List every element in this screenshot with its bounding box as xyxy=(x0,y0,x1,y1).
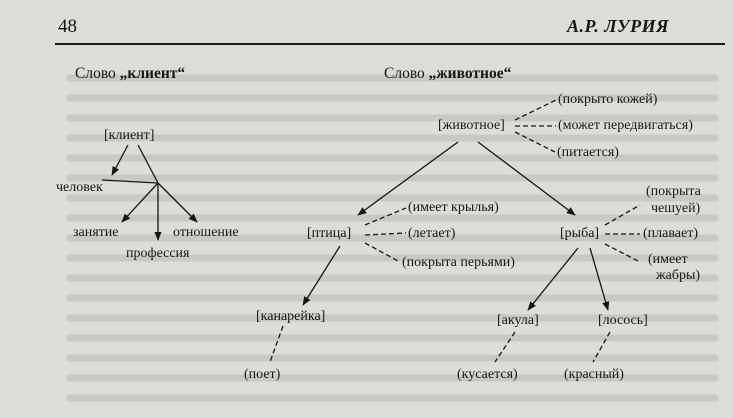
prop-bites: (кусается) xyxy=(457,367,518,382)
edge-animal-skin xyxy=(514,99,557,121)
header-rule xyxy=(55,43,725,45)
prop-sings: (поет) xyxy=(244,367,281,382)
prop-feathers: (покрыта перьями) xyxy=(402,255,515,270)
left-title-word: „клиент“ xyxy=(119,65,186,82)
edge-bird-flies xyxy=(364,232,407,236)
edge-fish-scales xyxy=(604,204,641,226)
node-client: [клиент] xyxy=(104,128,155,143)
prop-swims: (плавает) xyxy=(643,226,698,241)
prop-flies: (летает) xyxy=(408,226,456,241)
edge-animal-fish xyxy=(477,141,576,216)
prop-covered-skin: (покрыто кожей) xyxy=(558,92,658,107)
node-salmon: [лосось] xyxy=(598,313,648,328)
running-header-author: А.Р. ЛУРИЯ xyxy=(567,16,669,36)
node-occupation: занятие xyxy=(73,225,119,240)
edge-bird-feathers xyxy=(364,242,401,263)
prop-red: (красный) xyxy=(564,367,624,382)
left-diagram-title: Слово „клиент“ xyxy=(75,66,185,82)
prop-scales-line2: чешуей) xyxy=(651,201,701,216)
edge-animal-eat xyxy=(514,131,556,153)
edge-client-person xyxy=(111,144,129,176)
prop-gills-line2: жабры) xyxy=(656,268,701,283)
page-number: 48 xyxy=(58,16,77,37)
left-title-prefix: Слово xyxy=(75,65,120,82)
node-profession: профессия xyxy=(126,246,190,261)
edge-hub-occupation xyxy=(121,182,159,223)
prop-has-wings: (имеет крылья) xyxy=(408,200,499,215)
edge-fish-gills xyxy=(604,243,641,263)
edge-salmon-red xyxy=(592,331,611,363)
edge-client-hub xyxy=(137,144,159,184)
edge-animal-bird xyxy=(357,141,459,216)
prop-scales-line1: (покрыта xyxy=(646,184,701,199)
prop-eats: (питается) xyxy=(557,145,619,160)
prop-gills-line1: (имеет xyxy=(648,252,688,267)
prop-can-move: (может передвигаться) xyxy=(558,118,693,133)
edge-bird-wings xyxy=(364,207,407,226)
node-shark: [акула] xyxy=(497,313,539,328)
node-fish: [рыба] xyxy=(560,226,600,241)
right-title-prefix: Слово xyxy=(384,65,429,82)
node-relation: отношение xyxy=(173,225,239,240)
edge-fish-salmon xyxy=(589,247,610,311)
right-title-word: „животное“ xyxy=(428,65,512,82)
edge-fish-shark xyxy=(527,247,579,311)
edge-hub-person xyxy=(101,179,159,184)
node-canary: [канарейка] xyxy=(256,309,326,324)
node-animal: [животное] xyxy=(438,118,505,133)
edge-bird-canary xyxy=(302,245,341,306)
node-bird: [птица] xyxy=(307,226,352,241)
edge-canary-sings xyxy=(269,325,284,363)
edge-hub-relation xyxy=(157,182,198,223)
right-diagram-title: Слово „животное“ xyxy=(384,66,511,82)
edge-shark-bites xyxy=(494,331,516,363)
node-person: человек xyxy=(56,180,103,195)
